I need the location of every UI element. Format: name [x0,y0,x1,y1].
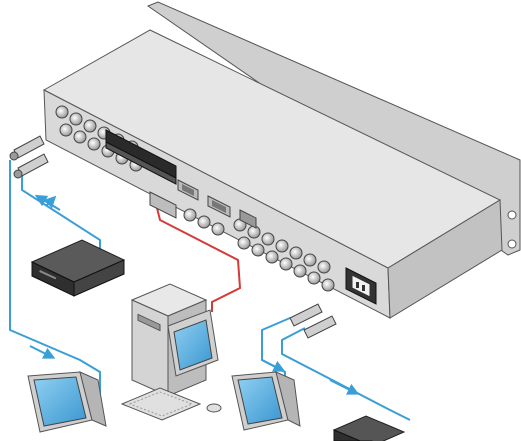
bnc-plug [13,153,49,179]
bnc-connector [289,246,303,260]
bnc-connector [307,271,321,285]
video-cable-input [21,172,101,250]
pc-mouse [206,403,222,413]
bnc-plug [9,135,45,161]
bnc-connector [211,222,225,236]
monitor-left [27,371,107,433]
bnc-connector [237,236,251,250]
matrix-switcher [42,1,521,319]
bnc-connector [83,119,97,133]
bnc-connector [279,257,293,271]
bnc-connector [55,105,69,119]
bnc-connector [247,225,261,239]
bnc-connector [251,243,265,257]
bnc-connector [183,208,197,222]
output-device-right [332,415,406,441]
bnc-connector [303,253,317,267]
serial-port [177,179,199,201]
chassis-side [387,199,503,319]
pc-keyboard [120,387,202,421]
pc-monitor-screen [173,319,213,371]
rack-ear-hole [507,210,517,220]
video-source-deck [30,239,126,297]
video-cable-output-right [281,327,411,421]
terminal-block [105,129,177,185]
ethernet-port [239,209,257,229]
db9-plug [149,191,177,219]
bnc-connector [275,239,289,253]
bnc-connector [265,250,279,264]
pc-workstation [120,283,222,421]
bnc-plug [289,303,323,327]
bnc-connector [59,123,73,137]
bnc-connector [197,215,211,229]
bnc-connector [73,130,87,144]
rack-ear-hole [507,239,517,249]
bnc-connector [293,264,307,278]
bnc-connector [87,137,101,151]
bnc-connector [261,232,275,246]
monitor-center [231,371,301,431]
bnc-connector [321,278,335,292]
serial-port [207,195,231,218]
bnc-plug [303,315,337,339]
serial-cable [149,191,242,312]
video-cable-output-left [9,160,101,420]
power-inlet [345,267,377,305]
bnc-connector [317,260,331,274]
bnc-connector [69,112,83,126]
